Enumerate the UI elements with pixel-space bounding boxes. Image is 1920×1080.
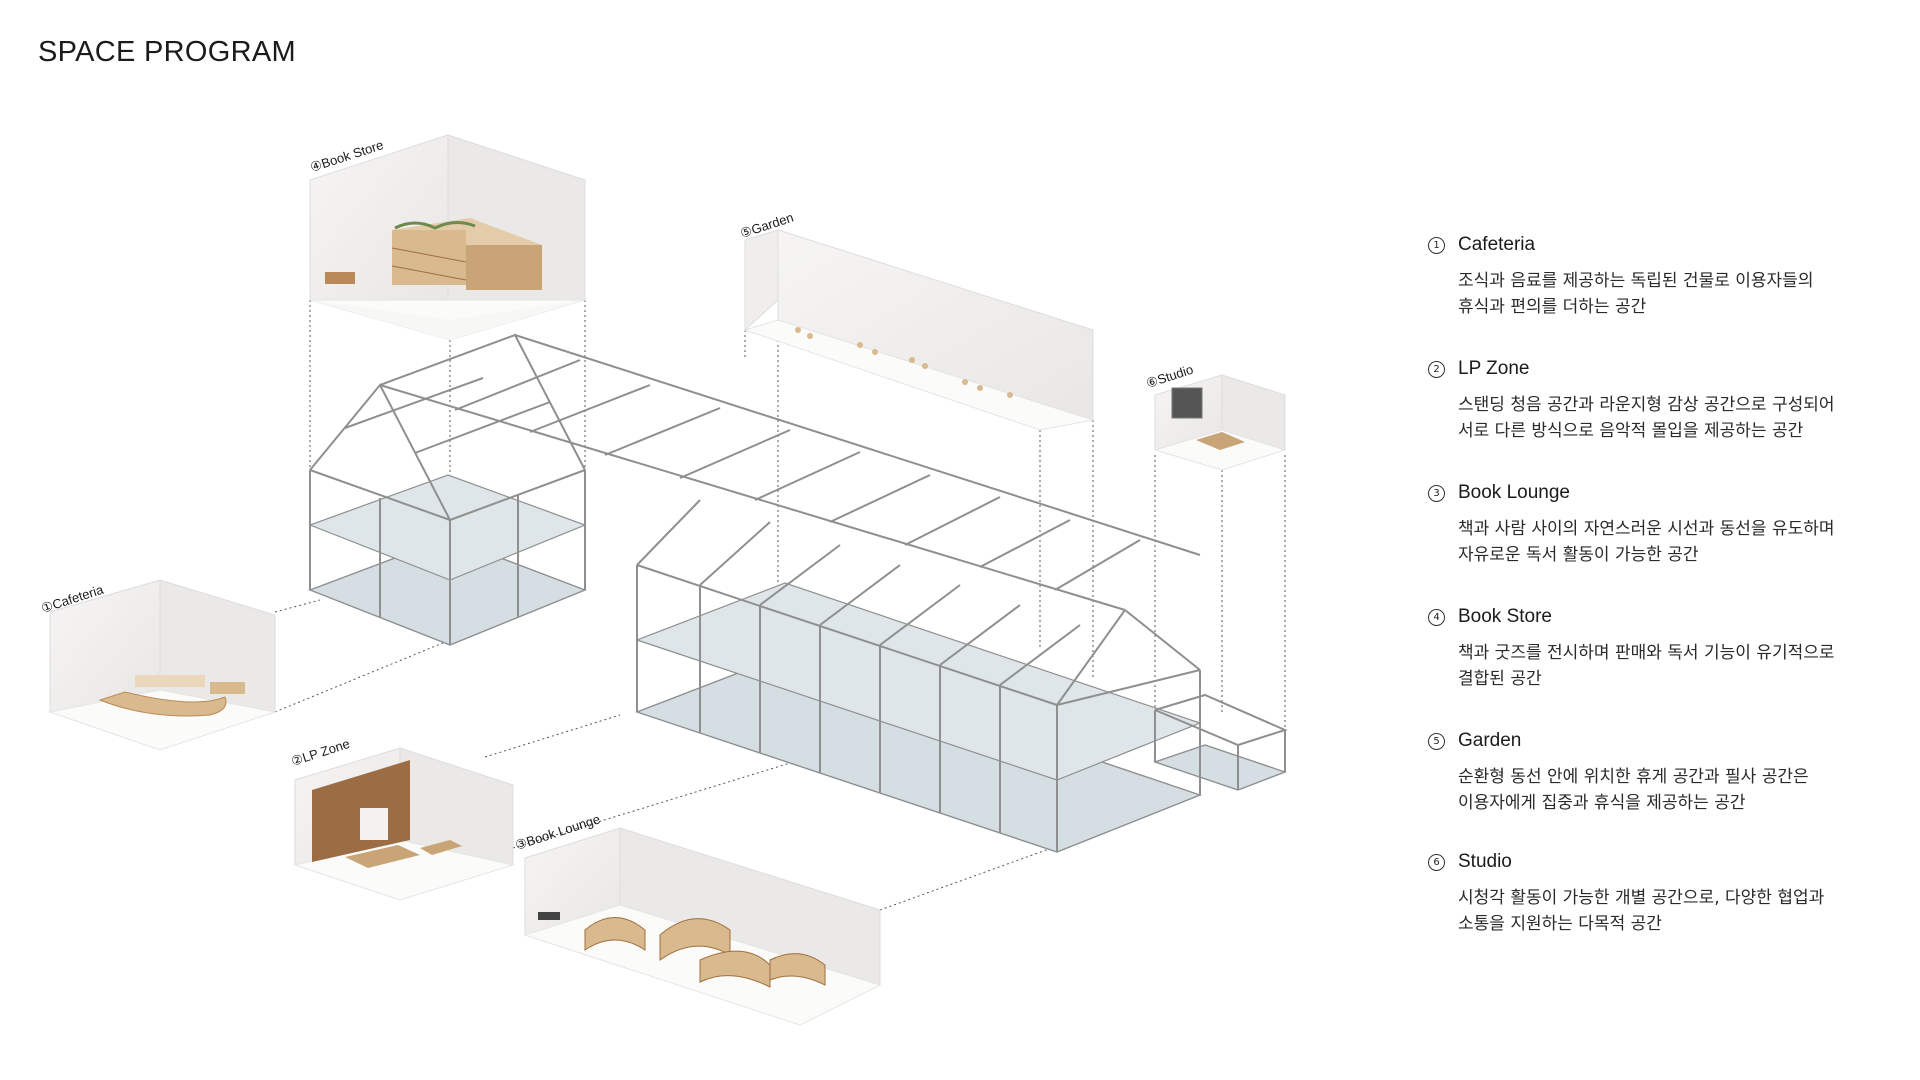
book-lounge-shelves xyxy=(584,917,826,988)
room-lp-zone: ②LP Zone xyxy=(289,736,515,901)
studio-screen xyxy=(1171,387,1203,419)
legend-number: 6 xyxy=(1428,853,1445,871)
legend-number: 2 xyxy=(1428,360,1445,378)
legend-name: LP Zone xyxy=(1458,358,1530,379)
cafeteria-counter xyxy=(98,691,227,717)
legend-number: 5 xyxy=(1428,732,1445,750)
legend-item-book-lounge: 3 Book Lounge 책과 사람 사이의 자연스러운 시선과 동선을 유도하… xyxy=(1428,480,1898,568)
label-lp-zone: ②LP Zone xyxy=(289,736,351,769)
legend-name: Book Lounge xyxy=(1458,482,1570,503)
legend-item-book-store: 4 Book Store 책과 굿즈를 전시하며 판매와 독서 기능이 유기적으로… xyxy=(1428,604,1898,692)
legend-name: Book Store xyxy=(1458,606,1552,627)
legend-name: Studio xyxy=(1458,851,1512,872)
room-garden: ⑤Garden xyxy=(738,210,1094,431)
room-book-lounge: ③Book Lounge xyxy=(513,811,882,1026)
legend-number: 3 xyxy=(1428,484,1445,502)
room-cafeteria: ①Cafeteria xyxy=(39,579,277,751)
legend-name: Garden xyxy=(1458,730,1522,751)
legend-number: 1 xyxy=(1428,236,1445,254)
room-studio: ⑥Studio xyxy=(1144,362,1287,471)
book-store-shelves xyxy=(325,218,542,290)
garden-furniture xyxy=(795,327,1013,398)
room-book-store: ④Book Store xyxy=(308,134,586,341)
page-title: SPACE PROGRAM xyxy=(38,36,296,68)
legend-number: 4 xyxy=(1428,608,1445,626)
legend-name: Cafeteria xyxy=(1458,234,1536,255)
steel-frame-building xyxy=(308,333,1288,853)
